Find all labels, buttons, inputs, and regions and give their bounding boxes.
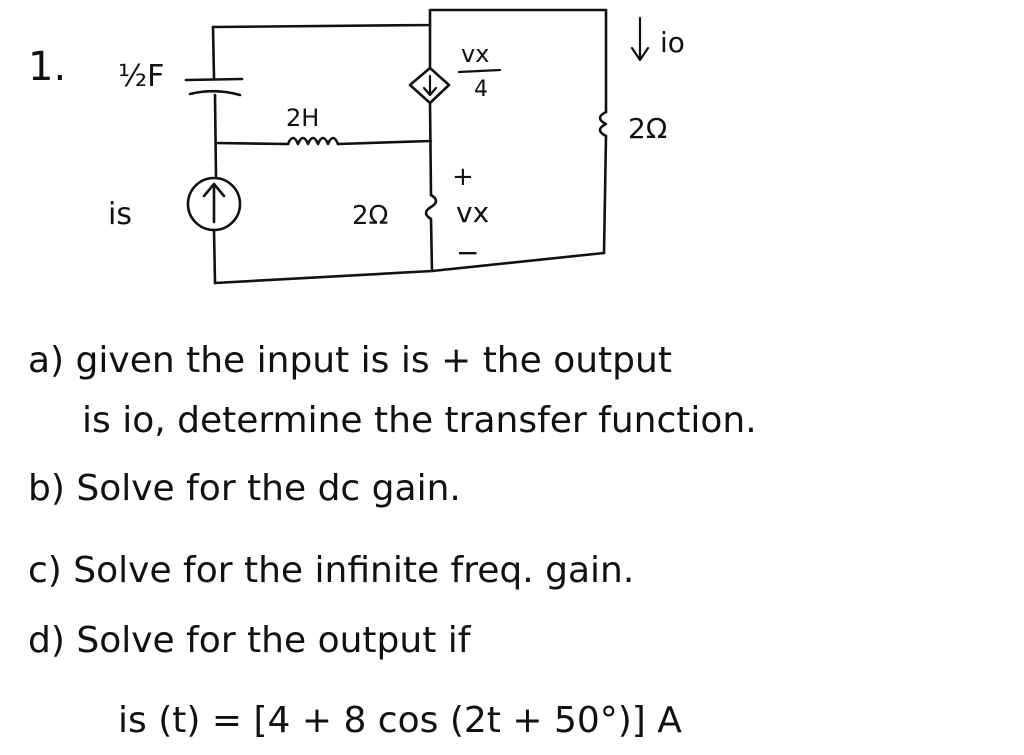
resistor-middle	[424, 193, 438, 273]
current-source	[186, 176, 242, 232]
vx-minus-sign: −	[456, 236, 479, 269]
vx-label: vx	[456, 196, 489, 229]
wire-bottom	[213, 251, 606, 285]
inductor-label: 2H	[286, 104, 319, 132]
capacitor	[184, 77, 244, 97]
resistor-right	[598, 110, 608, 138]
dependent-source-denominator: 4	[474, 77, 488, 102]
fraction-bar	[457, 68, 502, 74]
question-b: b) Solve for the dc gain.	[28, 468, 461, 509]
source-label: is	[108, 197, 132, 232]
wire-left-upper	[211, 25, 216, 80]
inductor	[286, 136, 340, 146]
output-current-label: io	[660, 26, 685, 59]
question-d-line1: d) Solve for the output if	[28, 620, 472, 661]
resistor-middle-label: 2Ω	[352, 201, 388, 231]
wire-middle-lower	[428, 101, 433, 197]
question-a-line2: is io, determine the transfer function.	[82, 400, 757, 441]
wire-left-lower	[212, 228, 217, 285]
wire-inductor-left	[214, 141, 290, 146]
wire-top	[211, 8, 608, 29]
vx-plus-sign: +	[452, 162, 474, 192]
question-d-line2: is (t) = [4 + 8 cos (2t + 50°)] A	[118, 700, 682, 741]
capacitor-label: ½F	[118, 59, 164, 94]
question-c: c) Solve for the infinite freq. gain.	[28, 550, 634, 591]
output-current-arrow-icon	[630, 16, 650, 62]
problem-number: 1.	[28, 44, 66, 90]
resistor-right-label: 2Ω	[628, 112, 667, 145]
wire-inductor-right	[336, 139, 433, 146]
question-a-line1: a) given the input is is + the output	[28, 340, 672, 381]
wire-left-mid	[213, 93, 218, 178]
dependent-current-source	[408, 66, 451, 105]
dependent-source-numerator: vx	[461, 40, 489, 68]
circuit-diagram	[184, 8, 650, 285]
wire-right-lower	[602, 134, 608, 255]
